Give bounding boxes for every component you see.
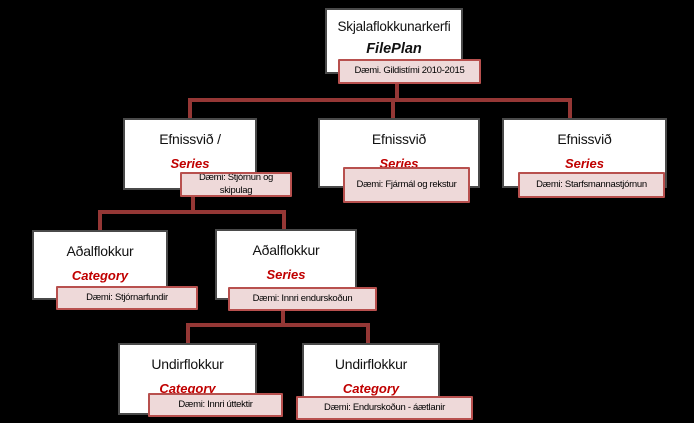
example-badge-subcategory-2: Dæmi: Endurskoðun - áætlanir [296,396,473,420]
node-series-1-title: Efnissvið / [159,131,221,147]
example-badge-series-2: Dæmi: Fjármál og rekstur [343,167,470,203]
connector-level1-drop-1 [188,98,192,120]
connector-level2-drop-2 [282,210,286,231]
connector-level2-bar [98,210,286,214]
node-category-2-title: Aðalflokkur [252,242,320,258]
node-subcategory-1: Undirflokkur Category [118,343,257,415]
connector-category2-stem [281,310,285,327]
example-badge-root: Dæmi. Gildistími 2010-2015 [338,59,481,84]
node-subcategory-1-title: Undirflokkur [151,356,224,372]
connector-level3-drop-1 [186,323,190,345]
node-subcategory-1-type: Category [159,381,216,396]
node-category-1-type: Category [71,268,129,283]
node-series-3-type: Series [564,156,605,171]
example-badge-category-2: Dæmi: Innri endurskoðun [228,287,377,311]
connector-level1-drop-3 [568,98,572,120]
example-badge-category-1: Dæmi: Stjórnarfundir [56,286,198,310]
connector-level1-bar [188,98,572,102]
connector-series1-stem [191,196,195,214]
connector-level1-drop-2 [391,98,395,120]
node-root-title: Skjalaflokkunarkerfi [337,19,451,34]
connector-level2-drop-1 [98,210,102,232]
example-badge-series-1: Dæmi: Stjórnun og skipulag [180,172,292,197]
node-category-1-title: Aðalflokkur [66,243,134,259]
example-badge-series-3: Dæmi: Starfsmannastjórnun [518,172,665,198]
node-series-3-title: Efnissvið [557,131,612,147]
connector-level3-drop-2 [366,323,370,345]
connector-root-stem [395,84,399,102]
node-subcategory-2-type: Category [342,381,400,396]
example-badge-subcategory-1: Dæmi: Innri úttektir [148,393,283,417]
node-series-1-type: Series [170,156,210,171]
node-series-2-title: Efnissvið [371,131,427,147]
node-root-subtitle: FilePlan [366,41,422,57]
connector-level3-bar [186,323,370,327]
node-category-2-type: Series [266,267,306,282]
node-subcategory-2-title: Undirflokkur [334,356,408,372]
